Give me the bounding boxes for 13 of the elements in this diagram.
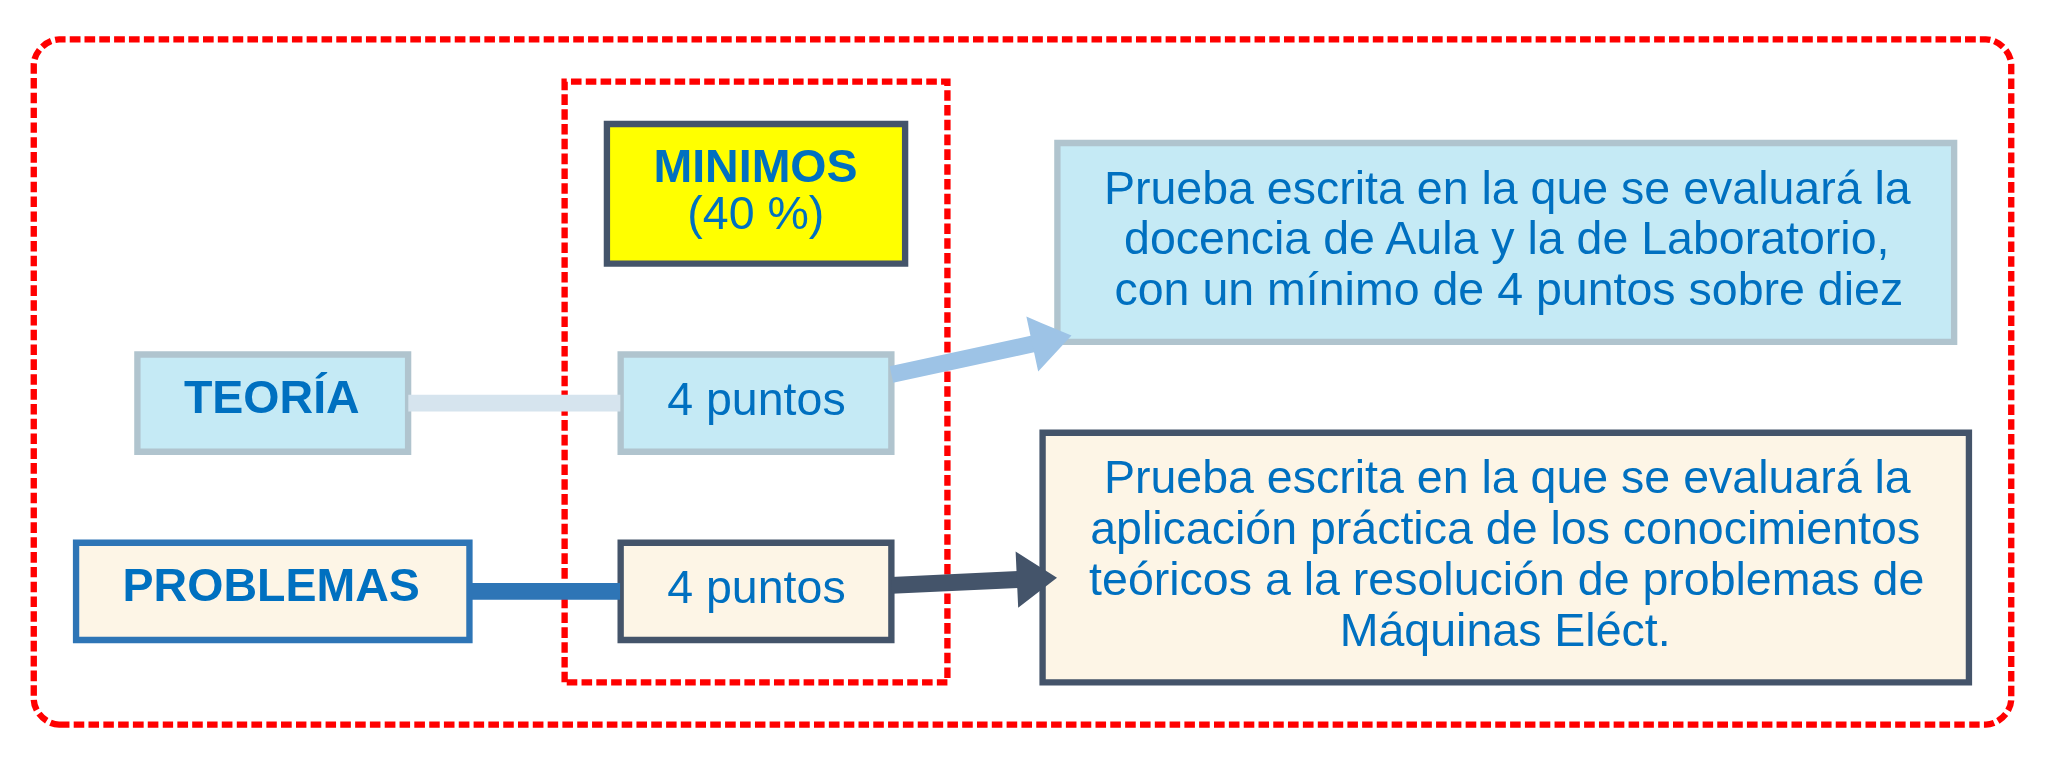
node-box: 4 puntos — [617, 539, 895, 644]
cluster — [30, 36, 2015, 728]
node-box: MINIMOS (40 %) — [603, 120, 909, 267]
node-box: Prueba escrita en la que se evaluará la docencia de Aula y la de Laboratorio, con un mínimo de 4 puntos sobre diez — [1054, 139, 1958, 345]
node-box: Prueba escrita en la que se evaluará la aplicación práctica de los conocimientos teóricos a la resolución de problemas de Máquinas Eléct. — [1039, 429, 1973, 686]
arrow — [889, 316, 1072, 383]
node-box: 4 puntos — [617, 351, 895, 455]
connector — [408, 394, 621, 412]
node-box: PROBLEMAS — [72, 539, 473, 644]
node-box: TEORÍA — [134, 351, 412, 455]
cluster — [561, 78, 951, 686]
connector — [469, 582, 621, 600]
arrow — [891, 551, 1057, 608]
